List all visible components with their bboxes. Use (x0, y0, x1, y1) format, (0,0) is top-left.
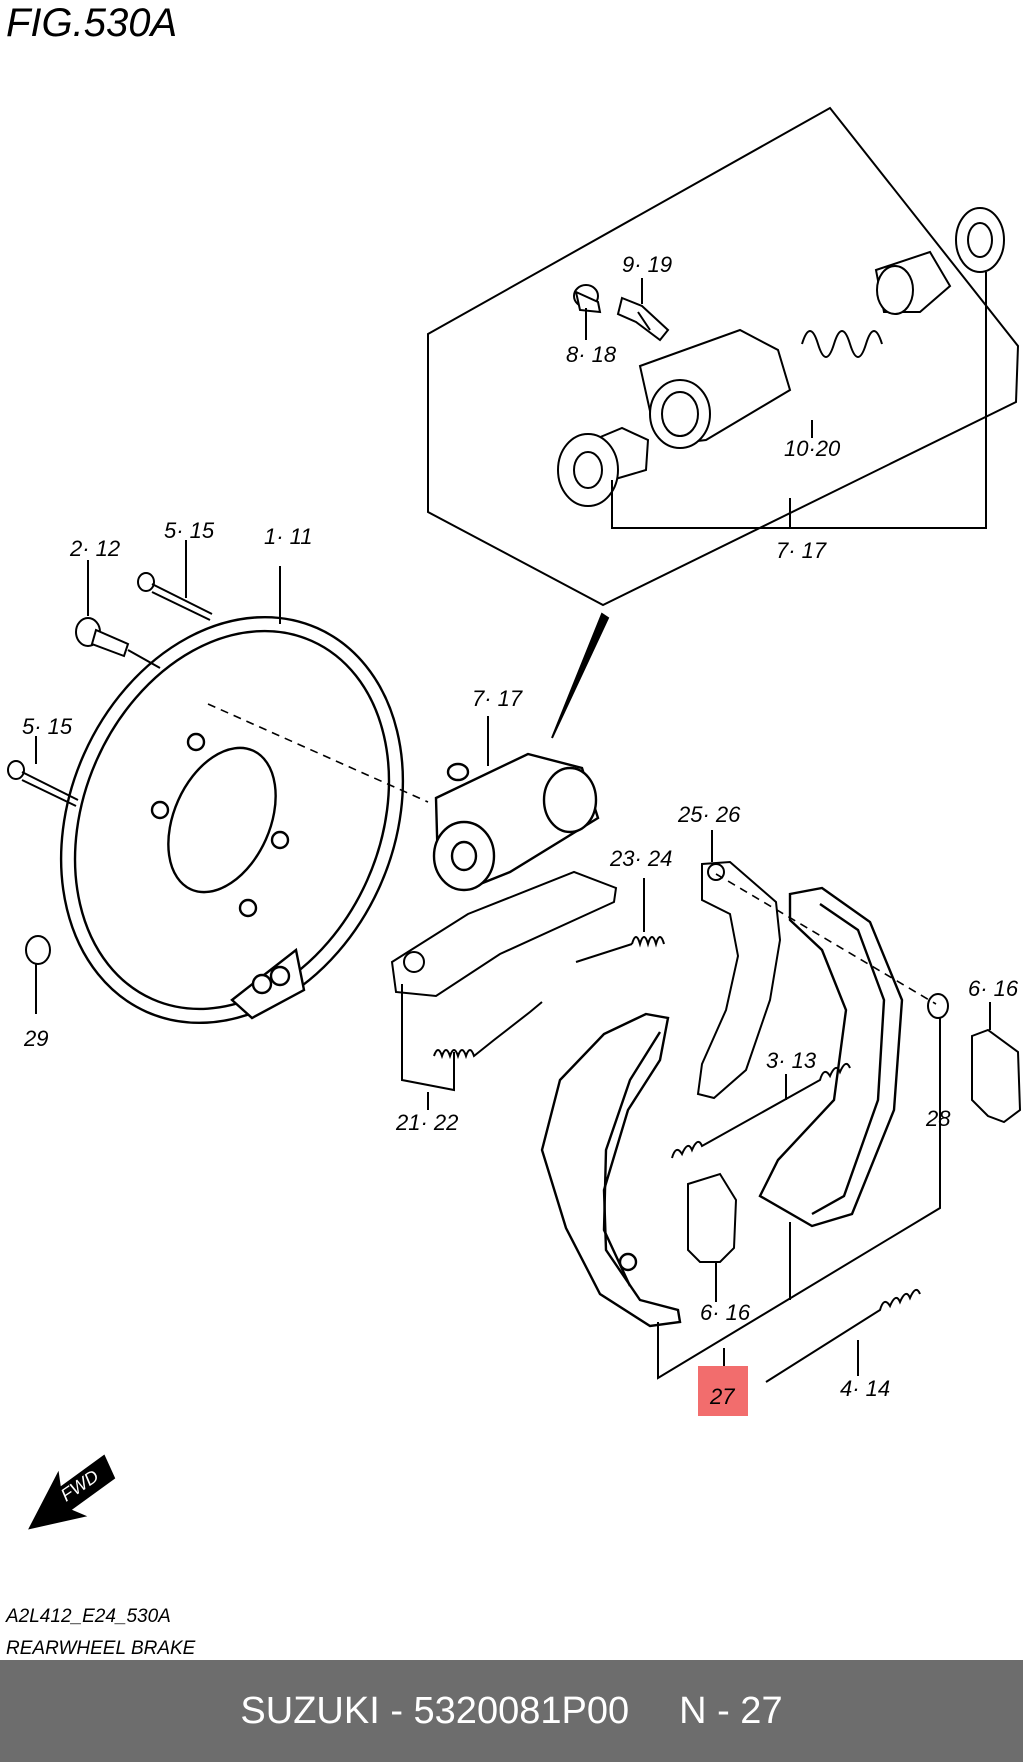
figure-subtitle: REARWHEEL BRAKE (6, 1638, 196, 1659)
hold-down-pin-left (7, 760, 79, 807)
hold-down-spring-bottom (687, 1172, 738, 1263)
callout-7-17-mid: 7· 17 (472, 686, 523, 711)
cylinder-spring (801, 330, 883, 358)
boot-left (557, 433, 619, 507)
brake-shoe-left (540, 1012, 682, 1328)
wheel-cylinder-exploded-box (427, 106, 1020, 607)
callout-1-11: 1· 11 (264, 524, 313, 549)
wheel-cylinder-assembly (432, 752, 600, 892)
dashed-leader-lines (207, 703, 937, 1005)
callout-21-22: 21· 22 (395, 1110, 458, 1135)
highlight-box (698, 1366, 748, 1416)
parts-diagram: FIG.530A (5, 1, 1022, 1659)
callout-9-19: 9· 19 (622, 252, 672, 277)
bleeder-screw (616, 296, 670, 342)
callout-labels: 9· 19 8· 18 10·20 7· 17 2· 12 5· 15 1· 1… (22, 252, 1019, 1409)
footer-reference: N - 27 (679, 1689, 783, 1732)
cylinder-body-exploded (638, 328, 792, 449)
figure-code: A2L412_E24_530A (5, 1606, 171, 1627)
callout-2-12: 2· 12 (69, 536, 120, 561)
figure-title: FIG.530A (6, 1, 177, 45)
callout-5-15-left: 5· 15 (22, 714, 73, 739)
fwd-arrow-icon: FWD (28, 1454, 116, 1530)
callout-10-20: 10·20 (784, 436, 841, 461)
callout-6-16-bottom: 6· 16 (700, 1300, 751, 1325)
callout-28: 28 (925, 1106, 951, 1131)
leader-lines (35, 540, 991, 1380)
plug (25, 935, 51, 965)
callout-8-18: 8· 18 (566, 342, 617, 367)
callout-29: 29 (23, 1026, 48, 1051)
callout-23-24: 23· 24 (609, 846, 672, 871)
footer-bar: SUZUKI - 5320081P00 N - 27 (0, 1660, 1023, 1762)
callout-7-17-top: 7· 17 (776, 538, 827, 563)
hold-down-pin-top (137, 572, 213, 621)
callout-5-15-top: 5· 15 (164, 518, 215, 543)
adjuster-spring (575, 936, 665, 963)
detail-pointer (551, 612, 610, 739)
backing-plate (59, 615, 405, 1025)
piston-right (874, 250, 952, 315)
bleeder-cap (573, 284, 602, 314)
upper-return-spring (671, 1062, 851, 1159)
footer-part-number: SUZUKI - 5320081P00 (240, 1689, 630, 1732)
boot-right (955, 207, 1005, 273)
callout-3-13: 3· 13 (766, 1048, 817, 1073)
hold-down-spring-right (971, 1028, 1022, 1124)
callout-6-16-right: 6· 16 (968, 976, 1019, 1001)
callout-27: 27 (709, 1384, 735, 1409)
return-spring-small (433, 1001, 543, 1060)
bolt (75, 617, 161, 669)
callout-4-14: 4· 14 (840, 1376, 890, 1401)
nut (927, 993, 949, 1019)
box-leader-lines (585, 272, 987, 529)
brake-shoe-right (758, 886, 904, 1228)
adjuster-lever (390, 870, 618, 998)
callout-25-26: 25· 26 (677, 802, 741, 827)
lower-return-spring (765, 1288, 921, 1383)
